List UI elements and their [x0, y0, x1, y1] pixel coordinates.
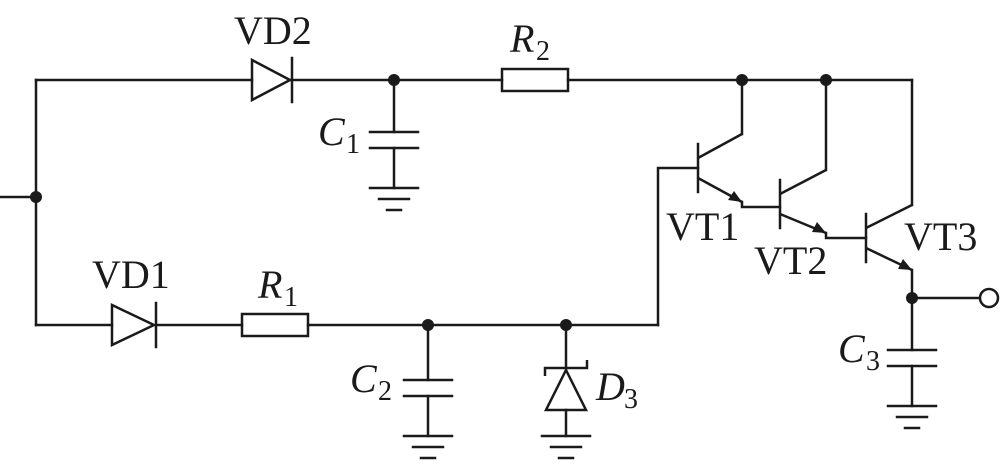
- c2-letter: C: [350, 356, 378, 401]
- vd1-label: VD1: [92, 252, 170, 297]
- resistor-r2: R 2: [500, 16, 570, 93]
- transistor-vt2: VT2: [754, 168, 827, 283]
- r2-letter: R: [509, 16, 534, 61]
- junction-vt2-collector: [820, 74, 832, 86]
- c1-letter: C: [318, 109, 346, 154]
- capacitor-c2: C 2: [350, 323, 454, 438]
- resistor-r1: R 1: [240, 262, 310, 338]
- vt1-emitter-arrow-icon: [728, 191, 742, 202]
- junction-input: [30, 191, 42, 203]
- d3-subscript: 3: [624, 384, 638, 415]
- ground-d3: [540, 434, 592, 460]
- diode-vd2-symbol: [250, 57, 293, 103]
- c1-subscript: 1: [346, 129, 360, 160]
- vt1-emitter-wire: [740, 200, 782, 209]
- junctions: [30, 74, 918, 331]
- r2-subscript: 2: [536, 36, 550, 67]
- vt1-label: VT1: [666, 204, 739, 249]
- vt2-emitter-wire: [824, 231, 868, 240]
- ground-c2: [402, 434, 454, 460]
- r1-subscript: 1: [284, 282, 298, 313]
- diode-vd1-symbol: [110, 303, 157, 347]
- vt3-label: VT3: [904, 214, 977, 259]
- junction-output: [906, 292, 918, 304]
- capacitor-c3: C 3: [838, 326, 938, 408]
- vt2-emitter-arrow-icon: [812, 222, 826, 233]
- diode-vd1: VD1: [92, 252, 170, 349]
- c3-letter: C: [838, 326, 866, 371]
- capacitor-c1: C 1: [318, 78, 420, 190]
- vd2-label: VD2: [234, 8, 312, 53]
- vt2-collector: [779, 168, 827, 196]
- d3-symbol: [543, 367, 589, 412]
- vt1-collector: [697, 132, 743, 160]
- diode-vd2: VD2: [234, 8, 312, 104]
- zener-d3: D 3: [543, 323, 638, 438]
- resistor-r2-body: [500, 67, 570, 93]
- r1-letter: R: [257, 262, 282, 307]
- transistor-vt1: VT1: [666, 132, 743, 249]
- transistor-vt3: VT3: [864, 203, 977, 272]
- ground-c3: [886, 404, 938, 430]
- junction-vt1-collector: [736, 74, 748, 86]
- vt1-base-wire: [656, 166, 700, 327]
- wires: [0, 78, 982, 352]
- ground-c1: [368, 186, 420, 212]
- vt3-collector: [865, 203, 913, 230]
- resistor-r1-body: [240, 312, 310, 338]
- c2-subscript: 2: [378, 376, 392, 407]
- vt3-emitter-arrow-icon: [898, 259, 912, 270]
- d3-letter: D: [595, 364, 625, 409]
- output-terminal: [978, 287, 1000, 309]
- vt2-label: VT2: [754, 238, 827, 283]
- c3-subscript: 3: [866, 346, 880, 377]
